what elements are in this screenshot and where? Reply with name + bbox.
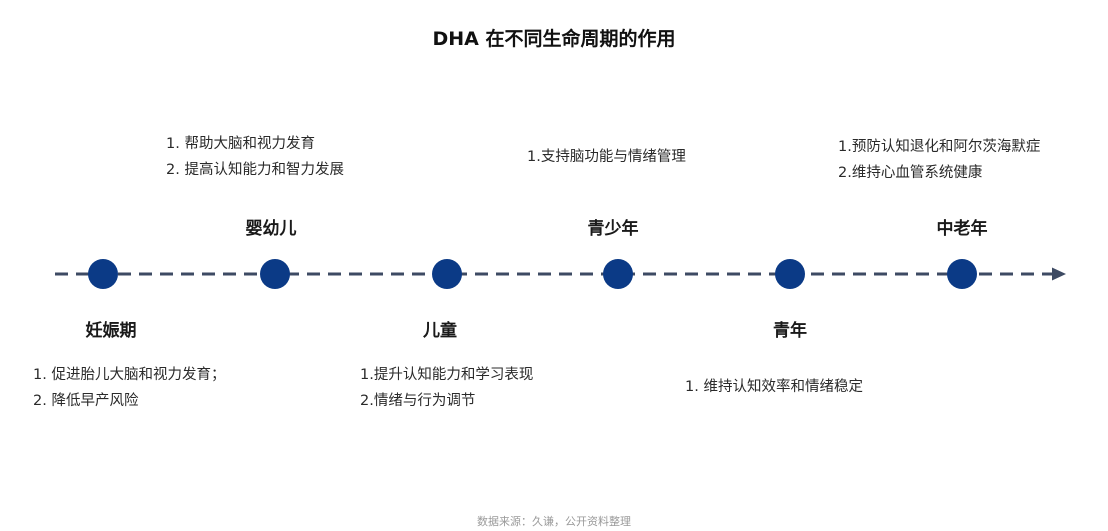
timeline-node-infant xyxy=(260,259,290,289)
stage-desc-elderly: 1.预防认知退化和阿尔茨海默症 2.维持心血管系统健康 xyxy=(838,134,1040,186)
stage-desc-item: 2. 降低早产风险 xyxy=(33,393,139,409)
timeline-node-teen xyxy=(603,259,633,289)
stage-desc-item: 1. 帮助大脑和视力发育 xyxy=(166,136,315,152)
stage-label-youth: 青年 xyxy=(773,321,807,341)
stage-desc-infant: 1. 帮助大脑和视力发育 2. 提高认知能力和智力发展 xyxy=(166,131,344,183)
stage-label-child: 儿童 xyxy=(423,321,457,341)
stage-desc-item: 1. 促进胎儿大脑和视力发育； xyxy=(33,367,226,383)
stage-desc-item: 1. 维持认知效率和情绪稳定 xyxy=(685,379,863,395)
stage-label-pregnancy: 妊娠期 xyxy=(85,321,137,341)
timeline-arrow-icon xyxy=(1052,267,1066,281)
stage-desc-child: 1.提升认知能力和学习表现 2.情绪与行为调节 xyxy=(360,362,533,414)
stage-desc-pregnancy: 1. 促进胎儿大脑和视力发育； 2. 降低早产风险 xyxy=(33,362,225,414)
source-note: 数据来源：久谦，公开资料整理 xyxy=(477,515,631,528)
stage-label-infant: 婴幼儿 xyxy=(245,219,297,239)
timeline-node-youth xyxy=(775,259,805,289)
timeline-node-elderly xyxy=(947,259,977,289)
stage-desc-item: 2. 提高认知能力和智力发展 xyxy=(166,162,344,178)
timeline-node-child xyxy=(432,259,462,289)
diagram-title: DHA 在不同生命周期的作用 xyxy=(432,28,676,50)
timeline-node-pregnancy xyxy=(88,259,118,289)
stage-desc-youth: 1. 维持认知效率和情绪稳定 xyxy=(685,374,863,400)
stage-desc-teen: 1.支持脑功能与情绪管理 xyxy=(527,144,686,170)
stage-label-elderly: 中老年 xyxy=(936,219,988,239)
stage-label-teen: 青少年 xyxy=(587,219,639,239)
stage-desc-item: 1.预防认知退化和阿尔茨海默症 xyxy=(838,139,1041,155)
stage-desc-item: 1.支持脑功能与情绪管理 xyxy=(527,149,686,165)
stage-desc-item: 2.情绪与行为调节 xyxy=(360,393,476,409)
stage-desc-item: 2.维持心血管系统健康 xyxy=(838,165,983,181)
stage-desc-item: 1.提升认知能力和学习表现 xyxy=(360,367,534,383)
